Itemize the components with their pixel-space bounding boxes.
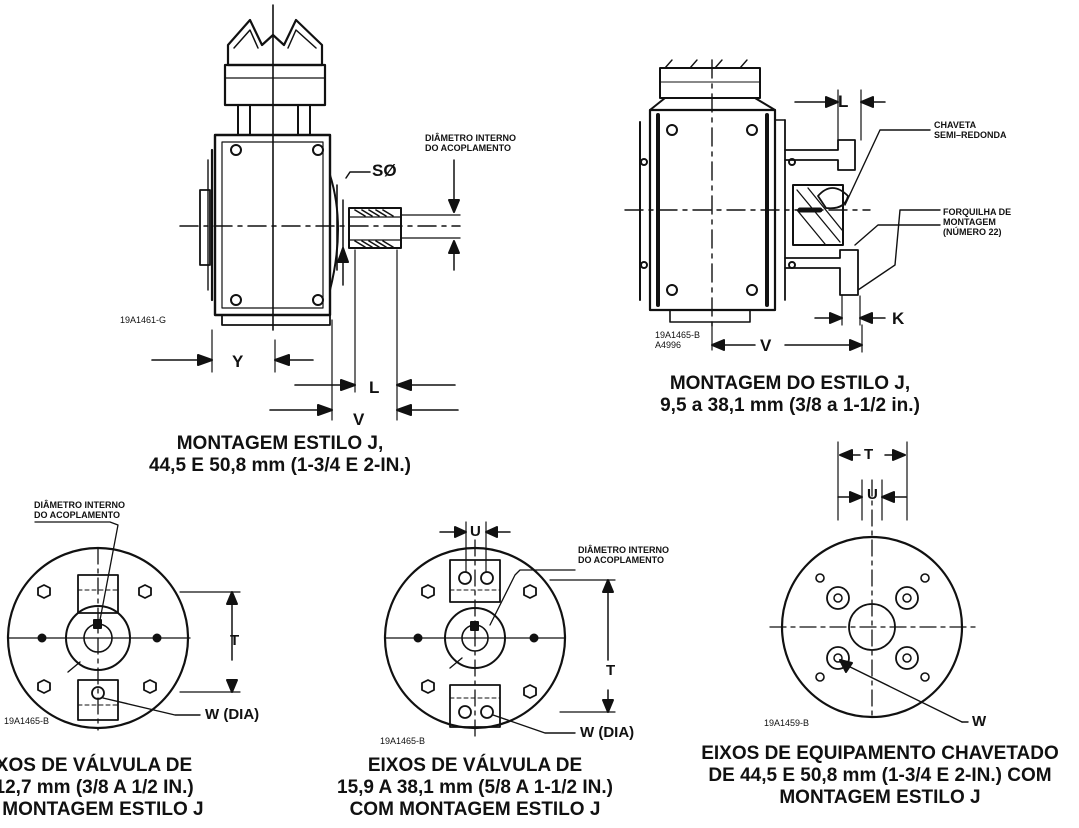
dimension-u-label: U [470,523,481,540]
caption-bottom-left: EIXOS DE VÁLVULA DE A 12,7 mm (3/8 A 1/2… [0,755,275,821]
dimension-t-label: T [864,446,874,463]
note-line: DO ACOPLAMENTO [34,510,121,520]
coupling-bore-note: DIÂMETRO INTERNO DO ACOPLAMENTO [578,545,669,565]
coupling-bore-note: DIÂMETRO INTERNO DO ACOPLAMENTO [425,133,516,153]
bottom-middle-flange-drawing [383,521,616,739]
dimension-s-label: SØ [372,161,397,180]
drawing-code: 19A1465-B [4,716,50,726]
note-line: CHAVETA [934,120,977,130]
caption-top-right: MONTAGEM DO ESTILO J, 9,5 a 38,1 mm (3/8… [590,373,990,417]
note-line: DIÂMETRO INTERNO [578,545,669,555]
top-right-actuator-drawing [624,59,941,353]
dimension-l-label: L [369,378,380,397]
note-line: MONTAGEM [943,217,996,227]
dimension-v-label: V [760,336,772,355]
caption-line: EIXOS DE EQUIPAMENTO CHAVETADO [701,743,1059,764]
caption-line: COM MONTAGEM ESTILO J [349,799,601,820]
top-left-actuator-drawing [151,4,461,421]
mounting-fork-note: FORQUILHA DE MONTAGEM (NÚMERO 22) [943,207,1011,237]
bottom-right-flange-drawing [769,441,976,723]
caption-line: OM MONTAGEM ESTILO J [0,799,204,820]
dimension-u-label: U [867,486,878,503]
caption-top-left: MONTAGEM ESTILO J, 44,5 E 50,8 mm (1-3/4… [80,433,480,477]
code-line: A4996 [655,340,682,350]
note-line: DIÂMETRO INTERNO [34,500,125,510]
dimension-l-label: L [838,92,849,111]
dimension-t-label: T [606,662,616,679]
caption-bottom-right: EIXOS DE EQUIPAMENTO CHAVETADO DE 44,5 E… [680,743,1079,809]
caption-line: EIXOS DE VÁLVULA DE [367,755,583,776]
caption-bottom-middle: EIXOS DE VÁLVULA DE 15,9 A 38,1 mm (5/8 … [275,755,675,821]
drawing-code: 19A1465-B [380,736,426,746]
caption-line: 15,9 A 38,1 mm (5/8 A 1-1/2 IN.) [337,777,613,798]
caption-line: EIXOS DE VÁLVULA DE [0,755,193,776]
half-round-key-note: CHAVETA SEMI–REDONDA [934,120,1007,140]
bottom-left-flange-drawing [6,521,241,731]
dimension-w-label: W [972,713,987,730]
drawing-code: 19A1461-G [120,315,167,325]
drawing-code: 19A1465-B A4996 [655,330,700,350]
drawing-code: 19A1459-B [764,718,810,728]
note-line: DO ACOPLAMENTO [578,555,665,565]
caption-line: MONTAGEM DO ESTILO J, [669,373,911,394]
dimension-w-label: W (DIA) [205,706,260,723]
caption-line: A 12,7 mm (3/8 A 1/2 IN.) [0,777,194,798]
note-line: DIÂMETRO INTERNO [425,133,516,143]
caption-line: MONTAGEM ESTILO J [779,787,981,808]
caption-line: DE 44,5 E 50,8 mm (1-3/4 E 2-IN.) COM [708,765,1052,786]
note-line: SEMI–REDONDA [934,130,1007,140]
note-line: FORQUILHA DE [943,207,1012,217]
code-line: 19A1465-B [655,330,701,340]
dimension-t-label: T [230,632,240,649]
coupling-bore-note: DIÂMETRO INTERNO DO ACOPLAMENTO [34,500,125,520]
dimension-k-label: K [892,309,905,328]
dimension-w-label: W (DIA) [580,724,635,741]
note-line: DO ACOPLAMENTO [425,143,512,153]
caption-line: 44,5 E 50,8 mm (1-3/4 E 2-IN.) [149,455,411,476]
dimension-y-label: Y [232,352,244,371]
caption-line: 9,5 a 38,1 mm (3/8 a 1-1/2 in.) [660,395,920,416]
note-line: (NÚMERO 22) [943,227,1002,237]
dimension-v-label: V [353,410,365,429]
caption-line: MONTAGEM ESTILO J, [176,433,384,454]
